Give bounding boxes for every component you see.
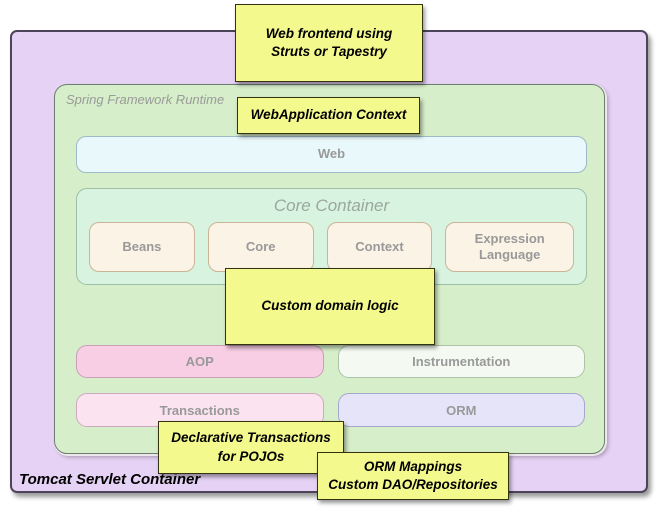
expression-language-module-box: Expression Language [445,222,575,272]
aop-module-box: AOP [76,345,324,378]
instrumentation-module-box: Instrumentation [337,345,585,378]
orm-module-label: ORM [446,402,477,418]
note-custom-domain-logic: Custom domain logic [225,268,435,345]
context-module-box: Context [326,222,433,272]
beans-module-box: Beans [89,222,195,272]
instrumentation-module-label: Instrumentation [412,354,511,369]
web-layer-box: Web [76,136,587,173]
note-orm-mappings: ORM Mappings Custom DAO/Repositories [317,452,509,500]
core-container-row: Beans Core Context Expression Language [89,222,575,272]
spring-framework-runtime: Spring Framework Runtime Web Core Contai… [54,84,605,454]
note-webapplication-context: WebApplication Context [237,97,420,134]
orm-module-box: ORM [337,393,585,427]
aop-instrumentation-row: AOP Instrumentation [76,345,585,378]
note-declarative-transactions: Declarative Transactions for POJOs [158,421,344,474]
transactions-orm-row: Transactions ORM [76,393,585,427]
web-layer-label: Web [317,146,346,162]
note-web-frontend: Web frontend using Struts or Tapestry [235,4,423,82]
core-module-label: Core [245,239,276,255]
tomcat-container-label: Tomcat Servlet Container [19,471,201,488]
core-module-box: Core [207,222,314,272]
core-container-title: Core Container [273,196,390,215]
beans-module-label: Beans [122,239,162,255]
transactions-module-label: Transactions [159,402,240,418]
runtime-label: Spring Framework Runtime [66,92,225,107]
expression-language-module-label: Expression Language [474,231,545,262]
context-module-label: Context [355,239,404,255]
aop-module-label: AOP [185,354,214,369]
